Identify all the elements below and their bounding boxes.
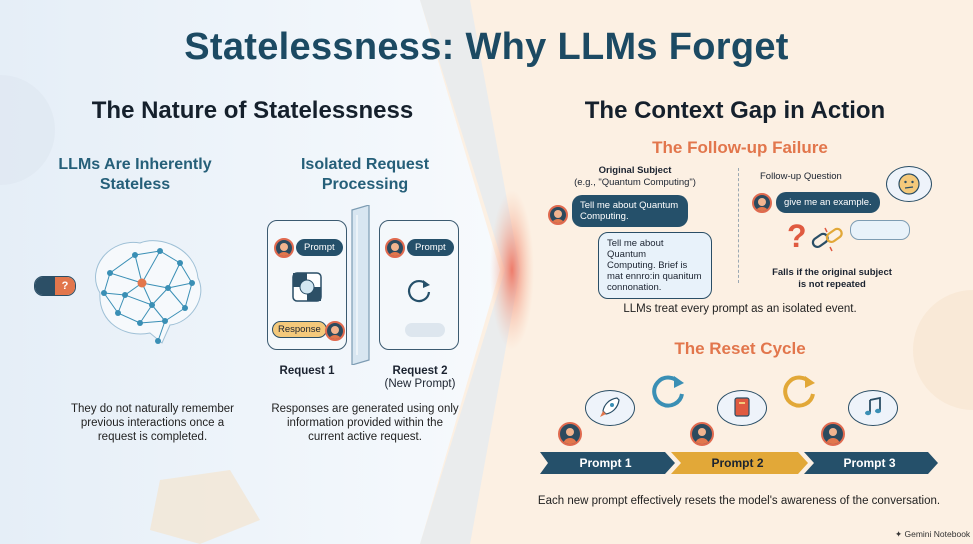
rocket-icon: [600, 397, 620, 417]
followup-summary: LLMs treat every prompt as an isolated e…: [623, 303, 857, 315]
assistant-avatar-icon: [325, 321, 345, 341]
user-avatar-icon: [690, 422, 714, 446]
stateless-heading: LLMs Are Inherently Stateless: [40, 155, 230, 195]
brain-network-icon: [95, 240, 202, 344]
stateless-description: They do not naturally remember previous …: [30, 402, 275, 444]
pill-question-mark: ?: [55, 277, 75, 295]
question-mark-icon: ?: [787, 218, 807, 254]
isolated-desc-line2: information provided within the: [287, 417, 443, 429]
original-question-bubble: Tell me about Quantum Computing.: [572, 195, 688, 227]
main-title: Statelessness: Why LLMs Forget: [184, 26, 789, 68]
bubble1-line2: Computing.: [580, 211, 629, 222]
isolated-heading: Isolated Request Processing: [270, 155, 460, 195]
response-bubble: Response: [272, 321, 327, 338]
model-answer-bubble: Tell me about Quantum Computing. Brief i…: [598, 232, 712, 299]
user-avatar-icon: [548, 205, 568, 225]
request2-label: Request 2 (New Prompt): [380, 365, 460, 391]
followup-question-label: Follow-up Question: [760, 171, 842, 182]
prompt3-label: Prompt 3: [843, 456, 896, 470]
stateless-desc-line3: request is completed.: [97, 431, 208, 443]
prompt2-label: Prompt 2: [711, 456, 764, 470]
user-avatar-icon: [274, 238, 294, 258]
original-subject-label: Original Subject (e.g., "Quantum Computi…: [560, 165, 710, 189]
stateless-desc-line2: previous interactions once a: [80, 417, 225, 429]
stateless-heading-line2: Stateless: [99, 176, 171, 193]
fails-note: Falls if the original subject is not rep…: [762, 267, 902, 291]
refresh-icon: [407, 279, 431, 303]
prompt-timeline: [540, 452, 938, 474]
isolated-description: Responses are generated using only infor…: [260, 402, 470, 444]
dashed-separator: [738, 168, 739, 283]
bubble2-line3: mat ennro:in quanitum: [607, 271, 702, 282]
isolated-heading-line1: Isolated Request: [300, 156, 430, 173]
reset-summary: Each new prompt effectively resets the m…: [537, 495, 941, 507]
user-avatar-icon: [385, 238, 405, 258]
pill-icon: ?: [34, 276, 76, 296]
thought-cloud: [886, 166, 932, 202]
reset-heading: The Reset Cycle: [674, 339, 806, 358]
prompt1-label: Prompt 1: [579, 456, 632, 470]
fails-line1: Falls if the original subject: [772, 267, 892, 278]
isolated-desc-line3: current active request.: [308, 431, 422, 443]
thought-cloud: [848, 390, 898, 426]
bubble2-line2: Computing. Brief is: [607, 260, 688, 271]
original-subject-title: Original Subject: [598, 165, 672, 176]
footer-brand-text: Gemini Notebook: [904, 529, 971, 539]
footer-brand: ✦ Gemini Notebook: [895, 529, 970, 540]
isolated-desc-line1: Responses are generated using only: [271, 403, 459, 415]
confused-face-icon: [898, 173, 920, 195]
prompt2-bubble: Prompt: [407, 239, 454, 256]
sparkle-icon: ✦: [895, 529, 903, 539]
left-section-heading: The Nature of Statelessness: [91, 97, 414, 124]
glass-divider: [351, 205, 370, 365]
empty-response-placeholder: [405, 323, 445, 337]
stateless-desc-line1: They do not naturally remember: [71, 403, 234, 415]
user-avatar-icon: [821, 422, 845, 446]
ai-chip-icon: [292, 272, 322, 302]
music-note-icon: [865, 396, 881, 416]
bubble1-line1: Tell me about Quantum: [580, 200, 679, 211]
request2-subtitle: (New Prompt): [384, 378, 456, 390]
request1-label: Request 1: [279, 365, 335, 377]
isolated-heading-line2: Processing: [321, 176, 409, 193]
reset-arrow-icon: [652, 375, 684, 408]
followup-question-bubble: give me an example.: [776, 192, 880, 213]
stateless-heading-line1: LLMs Are Inherently: [58, 156, 212, 173]
bubble2-line1: Tell me about Quantum: [607, 238, 664, 260]
fails-line2: is not repeated: [798, 279, 866, 290]
pill-left-half: [35, 277, 55, 295]
followup-heading: The Follow-up Failure: [652, 138, 828, 157]
right-section-heading: The Context Gap in Action: [584, 97, 886, 124]
empty-context-bubble: [850, 220, 910, 240]
original-subject-example: (e.g., "Quantum Computing"): [574, 177, 696, 188]
prompt-bubble: Prompt: [296, 239, 343, 256]
request2-title: Request 2: [392, 365, 448, 377]
bubble2-line4: connonation.: [607, 282, 662, 293]
user-avatar-icon: [752, 193, 772, 213]
book-icon: [734, 397, 750, 417]
reset-arrow-icon: [783, 375, 815, 408]
user-avatar-icon: [558, 422, 582, 446]
broken-link-icon: [811, 227, 843, 252]
